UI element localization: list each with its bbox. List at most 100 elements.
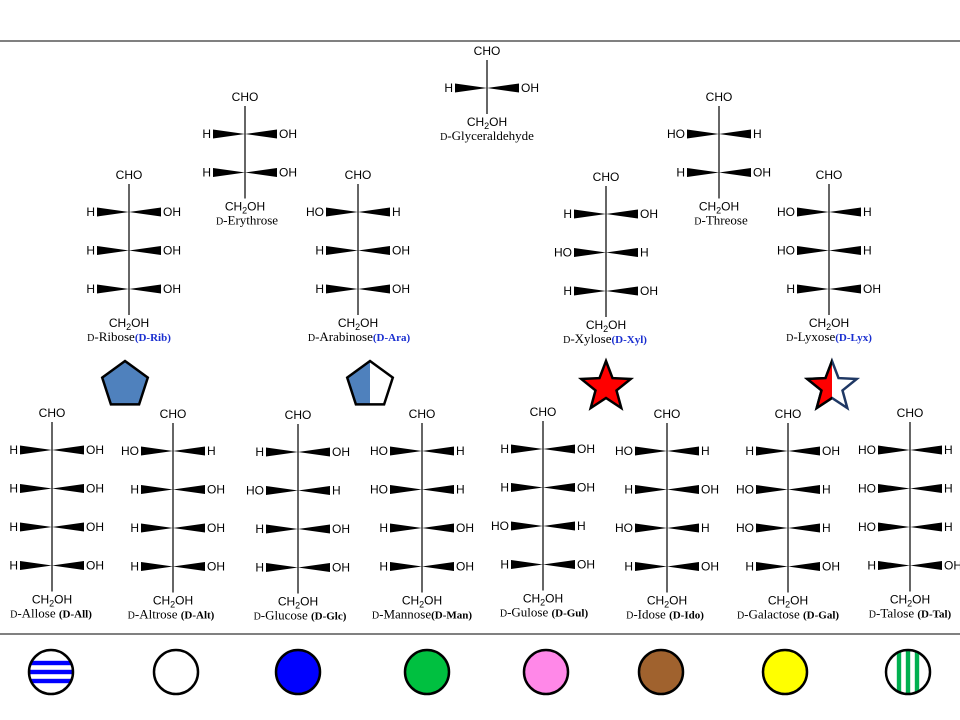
stripe bbox=[896, 650, 902, 694]
left-wedge-bond bbox=[97, 246, 129, 255]
right-wedge-bond bbox=[173, 485, 205, 494]
right-wedge-bond bbox=[667, 446, 699, 456]
hydrogen-label: H bbox=[944, 443, 953, 457]
sugar-name-xylose: D-Xylose(D-Xyl) bbox=[563, 331, 647, 346]
hydroxyl-label: OH bbox=[577, 481, 595, 495]
circle-icon bbox=[637, 648, 685, 696]
hydrogen-label: H bbox=[202, 166, 211, 180]
hydroxyl-label: OH bbox=[279, 127, 297, 141]
right-wedge-bond bbox=[719, 168, 751, 177]
hydrogen-label: H bbox=[315, 244, 324, 258]
hydroxyl-label: HO bbox=[736, 521, 754, 535]
hydroxyl-label: OH bbox=[163, 205, 181, 219]
sugar-name-allose: D-Allose (D-All) bbox=[10, 606, 92, 621]
left-wedge-bond bbox=[390, 523, 422, 533]
hydroxyl-label: OH bbox=[640, 207, 658, 221]
sugar-name-idose: D-Idose (D-Ido) bbox=[626, 607, 704, 622]
right-wedge-bond bbox=[829, 246, 861, 255]
altrose-symbol bbox=[152, 648, 200, 696]
circle-icon bbox=[522, 648, 570, 696]
hydroxyl-label: OH bbox=[86, 443, 104, 457]
pentagon-left-half bbox=[347, 361, 370, 405]
hydroxymethyl-group: CH2OH bbox=[338, 316, 378, 332]
right-wedge-bond bbox=[173, 562, 205, 571]
hydrogen-label: H bbox=[867, 559, 876, 573]
hydrogen-label: H bbox=[456, 483, 465, 497]
right-wedge-bond bbox=[788, 485, 820, 494]
left-wedge-bond bbox=[687, 129, 719, 139]
left-wedge-bond bbox=[511, 560, 543, 569]
hydrogen-label: H bbox=[863, 244, 872, 258]
right-wedge-bond bbox=[487, 83, 519, 93]
right-wedge-bond bbox=[422, 562, 454, 571]
right-wedge-bond bbox=[543, 444, 575, 454]
left-wedge-bond bbox=[141, 485, 173, 494]
right-wedge-bond bbox=[719, 129, 751, 139]
right-wedge-bond bbox=[52, 445, 84, 455]
glucose-symbol bbox=[274, 648, 322, 696]
hydrogen-label: H bbox=[753, 127, 762, 141]
hydrogen-label: H bbox=[500, 442, 509, 456]
pentagon-icon bbox=[100, 359, 150, 406]
right-wedge-bond bbox=[52, 484, 84, 493]
hydrogen-label: H bbox=[444, 81, 453, 95]
left-wedge-bond bbox=[878, 561, 910, 570]
hydroxyl-label: OH bbox=[822, 560, 840, 574]
right-wedge-bond bbox=[543, 560, 575, 569]
left-wedge-bond bbox=[635, 485, 667, 494]
hydrogen-label: H bbox=[563, 207, 572, 221]
left-wedge-bond bbox=[756, 485, 788, 494]
hydroxyl-label: OH bbox=[456, 560, 474, 574]
sugar-name-glyceraldehyde: D-Glyceraldehyde bbox=[440, 128, 534, 143]
star-icon bbox=[577, 357, 635, 411]
right-wedge-bond bbox=[910, 445, 942, 455]
right-wedge-bond bbox=[129, 284, 161, 294]
hydrogen-label: H bbox=[130, 521, 139, 535]
right-wedge-bond bbox=[606, 248, 638, 257]
left-wedge-bond bbox=[20, 561, 52, 570]
hydrogen-label: H bbox=[9, 559, 18, 573]
hydrogen-label: H bbox=[786, 282, 795, 296]
right-wedge-bond bbox=[422, 446, 454, 456]
hydroxyl-label: HO bbox=[777, 205, 795, 219]
hydrogen-label: H bbox=[130, 560, 139, 574]
left-wedge-bond bbox=[266, 563, 298, 572]
right-wedge-bond bbox=[358, 207, 390, 217]
hydroxyl-label: OH bbox=[279, 166, 297, 180]
left-wedge-bond bbox=[687, 168, 719, 177]
hydroxymethyl-group: CH2OH bbox=[225, 200, 265, 216]
right-wedge-bond bbox=[543, 483, 575, 492]
left-wedge-bond bbox=[511, 483, 543, 492]
idose-symbol bbox=[637, 648, 685, 696]
hydroxyl-label: OH bbox=[640, 284, 658, 298]
hydrogen-label: H bbox=[944, 482, 953, 496]
hydroxyl-label: HO bbox=[491, 519, 509, 533]
aldehyde-group: CHO bbox=[775, 407, 802, 421]
stripe bbox=[905, 650, 911, 694]
aldehyde-group: CHO bbox=[409, 407, 436, 421]
left-wedge-bond bbox=[511, 444, 543, 454]
hydroxyl-label: OH bbox=[207, 521, 225, 535]
left-wedge-bond bbox=[213, 129, 245, 139]
hydrogen-label: H bbox=[500, 481, 509, 495]
right-wedge-bond bbox=[667, 562, 699, 571]
left-wedge-bond bbox=[266, 524, 298, 534]
hydrogen-label: H bbox=[202, 127, 211, 141]
arabinose-symbol bbox=[345, 359, 395, 406]
hydrogen-label: H bbox=[822, 483, 831, 497]
right-wedge-bond bbox=[606, 209, 638, 219]
circle-outline bbox=[27, 648, 75, 696]
left-wedge-bond bbox=[511, 521, 543, 531]
right-wedge-bond bbox=[52, 522, 84, 532]
hydroxyl-label: OH bbox=[86, 559, 104, 573]
left-wedge-bond bbox=[20, 522, 52, 532]
hydroxymethyl-group: CH2OH bbox=[890, 593, 930, 609]
lyxose-symbol bbox=[803, 357, 861, 411]
left-wedge-bond bbox=[326, 207, 358, 217]
right-wedge-bond bbox=[173, 523, 205, 533]
